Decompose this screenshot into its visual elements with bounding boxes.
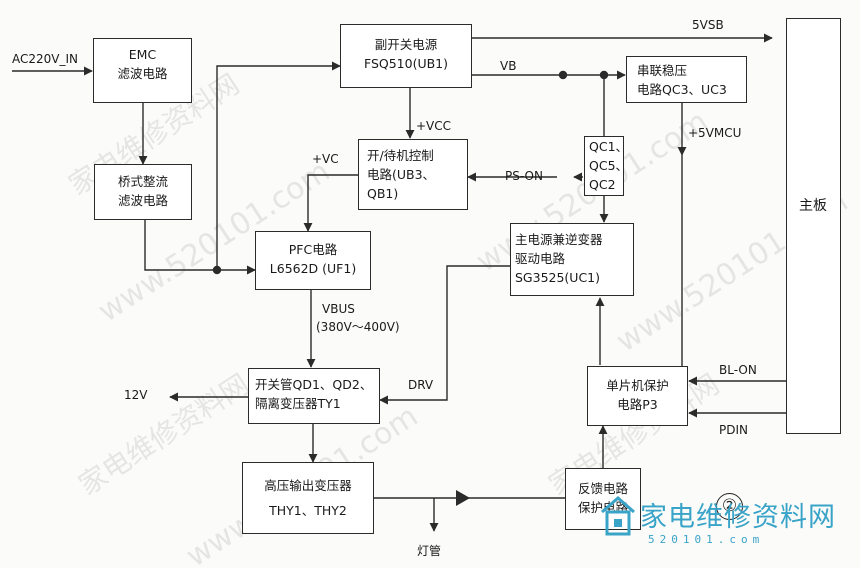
block-line: 隔离变压器TY1	[255, 396, 341, 411]
block-line: FSQ510(UB1)	[363, 56, 449, 71]
figure-number: ②	[716, 493, 743, 520]
block-line: 开关管QD1、QD2、	[255, 377, 373, 392]
drv-label: DRV	[408, 378, 434, 392]
block-line: 桥式整流	[117, 174, 168, 189]
5vmcu-label: +5VMCU	[688, 126, 742, 140]
vb-label: VB	[500, 59, 517, 73]
block-line: QC1、	[589, 139, 629, 154]
vbus-label: VBUS	[322, 302, 355, 316]
block-line: L6562D (UF1)	[269, 261, 357, 276]
block-line: 开/待机控制	[367, 148, 434, 163]
vbus-range-label: (380V～400V)	[316, 320, 400, 334]
block-line: 电路(UB3、	[367, 167, 436, 182]
block-line: QC5、	[589, 158, 629, 173]
ps-on-label: PS-ON	[505, 169, 543, 183]
pfc-circuit-block: PFC电路 L6562D (UF1)	[255, 231, 371, 290]
block-line: 电路P3	[617, 397, 658, 412]
12v-label: 12V	[124, 388, 148, 402]
ac-input-label: AC220V_IN	[12, 52, 79, 66]
emc-filter-block: EMC 滤波电路	[93, 38, 192, 103]
block-line: 单片机保护	[606, 378, 669, 393]
block-line: 反馈电路	[577, 481, 628, 496]
block-line: QC2	[589, 177, 616, 192]
block-line: 滤波电路	[117, 66, 168, 81]
bl-on-label: BL-ON	[719, 363, 757, 377]
logo-text: 家电维修资料网	[640, 502, 836, 533]
block-line: THY1、THY2	[269, 503, 347, 518]
mainboard-block: 主板	[786, 18, 841, 434]
block-line: QB1)	[367, 186, 399, 201]
house-logo-icon	[601, 496, 635, 536]
switch-tube-transformer-block: 开关管QD1、QD2、 隔离变压器TY1	[248, 368, 380, 424]
5vsb-label: 5VSB	[692, 18, 724, 32]
block-line: 滤波电路	[117, 193, 168, 208]
block-line: EMC	[128, 47, 157, 62]
block-line: 主电源兼逆变器	[515, 232, 603, 247]
block-line: 驱动电路	[515, 251, 566, 266]
aux-switching-supply-block: 副开关电源 FSQ510(UB1)	[340, 24, 472, 88]
block-line: 电路QC3、UC3	[637, 82, 727, 97]
qc-switch-block: QC1、 QC5、 QC2	[584, 136, 629, 196]
vcc-label: +VCC	[416, 119, 452, 133]
main-driver-block: 主电源兼逆变器 驱动电路 SG3525(UC1)	[510, 223, 634, 296]
mcu-protection-block: 单片机保护 电路P3	[587, 366, 688, 426]
block-line: 副开关电源	[374, 37, 438, 52]
rectifier-filter-block: 桥式整流 滤波电路	[94, 164, 192, 220]
block-line: SG3525(UC1)	[515, 270, 601, 285]
lamp-label: 灯管	[417, 544, 442, 558]
block-line: PFC电路	[288, 242, 338, 257]
block-line: 高压输出变压器	[264, 478, 352, 493]
mainboard-label: 主板	[799, 198, 827, 214]
hv-output-transformer-block: 高压输出变压器 THY1、THY2	[242, 462, 374, 534]
block-line: 串联稳压	[637, 63, 688, 78]
vc-label: +VC	[312, 152, 339, 166]
series-regulator-block: 串联稳压 电路QC3、UC3	[626, 56, 747, 103]
pdin-label: PDIN	[719, 423, 748, 437]
standby-control-block: 开/待机控制 电路(UB3、 QB1)	[358, 139, 468, 210]
logo-url: 520101.com	[648, 533, 765, 546]
